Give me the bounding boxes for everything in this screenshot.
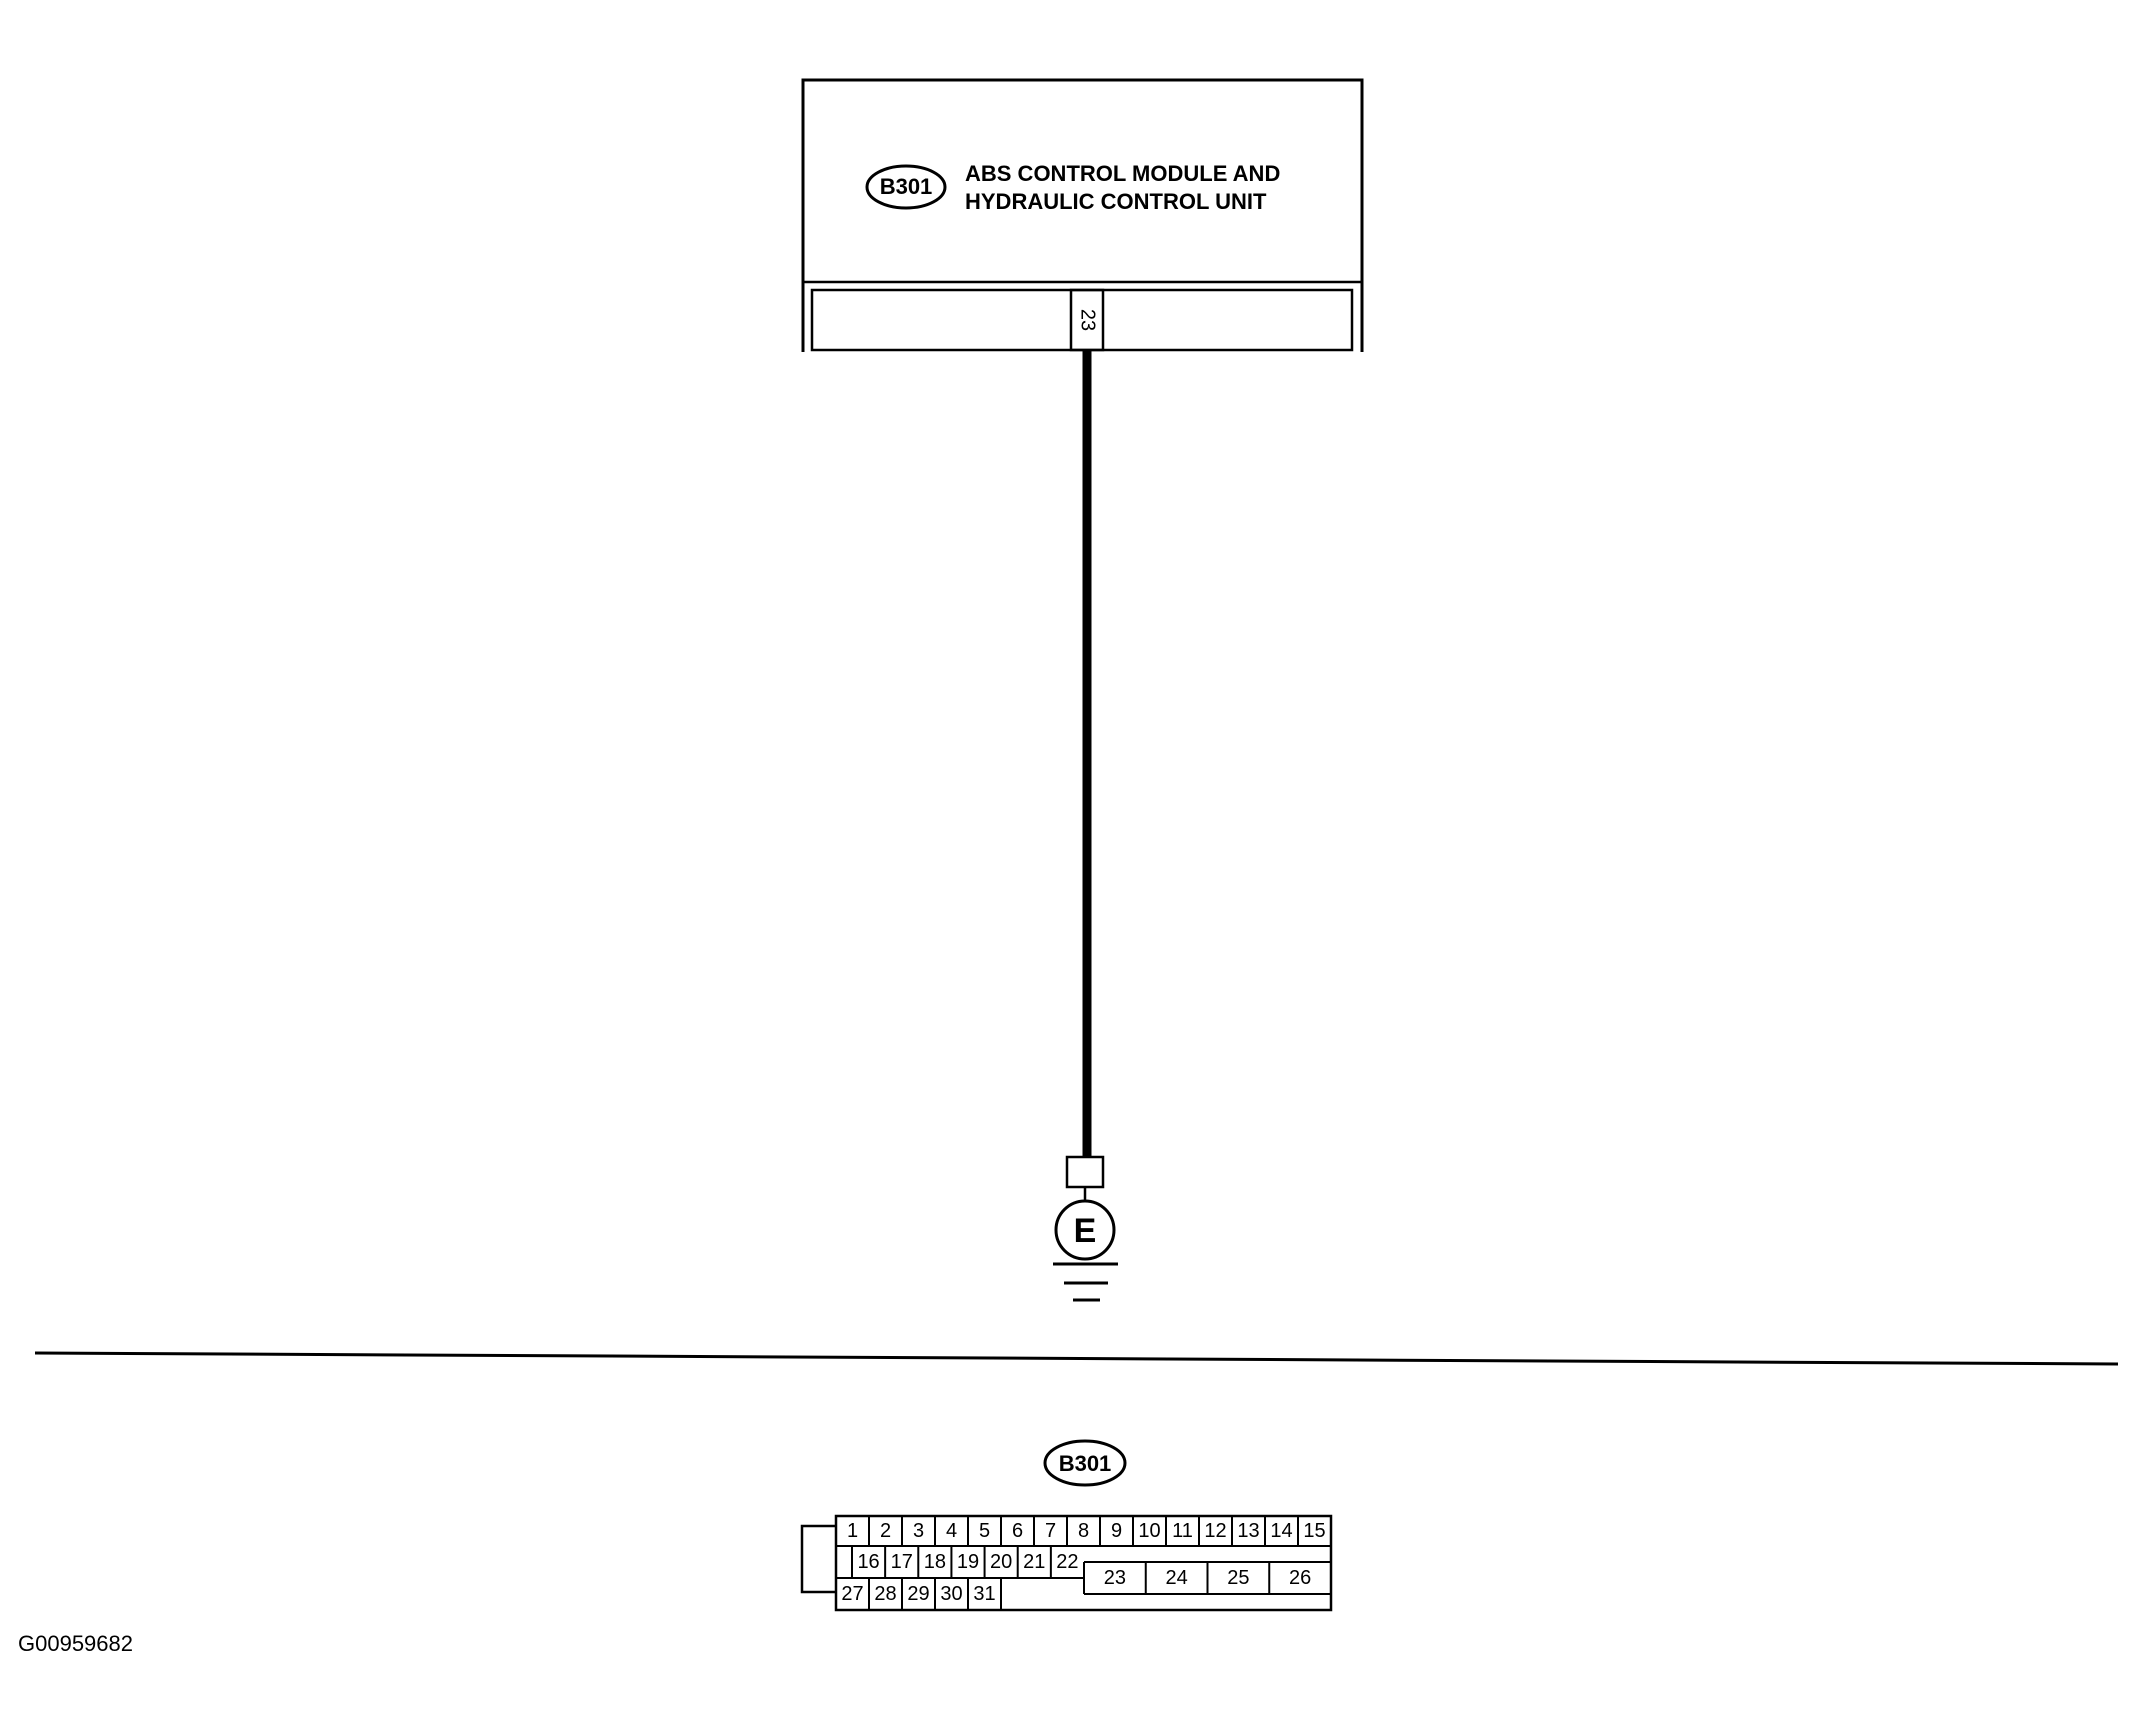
pin-5: 5: [967, 1516, 990, 1546]
pin-16-label: 16: [857, 1551, 879, 1573]
pin-25: 25: [1206, 1562, 1250, 1594]
pin-17-label: 17: [891, 1551, 913, 1573]
pin-6-label: 6: [1012, 1520, 1023, 1542]
pin-16: 16: [857, 1551, 879, 1573]
pin-29-label: 29: [907, 1583, 929, 1605]
pin-5-label: 5: [979, 1520, 990, 1542]
pin-12: 12: [1198, 1516, 1227, 1546]
abs-control-module: 23 B301 ABS CONTROL MODULE AND HYDRAULIC…: [801, 78, 1364, 352]
connector-view-id: B301: [1059, 1451, 1112, 1476]
pin-1: 1: [847, 1520, 858, 1542]
pin-17: 17: [884, 1546, 913, 1578]
module-frame: [801, 78, 1364, 352]
pin-24-label: 24: [1166, 1567, 1188, 1589]
pin-26-label: 26: [1289, 1567, 1311, 1589]
pin-8-label: 8: [1078, 1520, 1089, 1542]
ground-circle: [1054, 1199, 1116, 1261]
pin-26: 26: [1268, 1562, 1311, 1594]
pin-7: 7: [1033, 1516, 1056, 1546]
pin-19-label: 19: [957, 1551, 979, 1573]
pin-3: 3: [901, 1516, 924, 1546]
connector-view-oval: [1043, 1439, 1127, 1487]
ground-label: E: [1074, 1212, 1097, 1250]
pin-9-label: 9: [1111, 1520, 1122, 1542]
pin-21-label: 21: [1023, 1551, 1045, 1573]
pin-12-label: 12: [1204, 1520, 1226, 1542]
pin-31-label: 31: [973, 1583, 995, 1605]
pin-25-label: 25: [1227, 1567, 1249, 1589]
pin-24: 24: [1144, 1562, 1188, 1594]
module-title-line1: ABS CONTROL MODULE AND: [965, 161, 1280, 186]
pin-18-label: 18: [924, 1551, 946, 1573]
pin-11: 11: [1165, 1516, 1193, 1546]
module-connector-oval: [865, 164, 947, 210]
pin-15-label: 15: [1303, 1520, 1325, 1542]
terminal-23-label: 23: [1077, 309, 1099, 331]
pin-1-label: 1: [847, 1520, 858, 1542]
pin-row-2: 16 17 18 19 20 21 22: [851, 1546, 1079, 1578]
pin-4: 4: [934, 1516, 957, 1546]
pin-2-label: 2: [880, 1520, 891, 1542]
pin-19: 19: [950, 1546, 979, 1578]
pin-10: 10: [1132, 1516, 1161, 1546]
pin-27-label: 27: [841, 1583, 863, 1605]
pin-23: 23: [1104, 1567, 1126, 1589]
pin-22-label: 22: [1056, 1551, 1078, 1573]
pin-14: 14: [1264, 1516, 1293, 1546]
pin-3-label: 3: [913, 1520, 924, 1542]
pin-30-label: 30: [940, 1583, 962, 1605]
pin-27: 27: [841, 1583, 863, 1605]
pin-8: 8: [1066, 1516, 1089, 1546]
module-title-line2: HYDRAULIC CONTROL UNIT: [965, 189, 1267, 214]
pin-row-large: 23 24 25 26: [1104, 1562, 1311, 1594]
ground-symbol: E: [1053, 1155, 1118, 1302]
pin-23-label: 23: [1104, 1567, 1126, 1589]
pin-20: 20: [983, 1546, 1012, 1578]
pin-row-3: 27 28 29 30 31: [841, 1578, 1002, 1610]
section-separator: [34, 1351, 2119, 1366]
pin-31: 31: [967, 1578, 1002, 1610]
pin-13-label: 13: [1237, 1520, 1259, 1542]
pin-30: 30: [934, 1578, 963, 1610]
pin-10-label: 10: [1138, 1520, 1160, 1542]
pin-28-label: 28: [874, 1583, 896, 1605]
pin-29: 29: [901, 1578, 930, 1610]
pin-13: 13: [1231, 1516, 1260, 1546]
pin-18: 18: [917, 1546, 946, 1578]
pin-28: 28: [868, 1578, 897, 1610]
figure-code: G00959682: [18, 1631, 133, 1656]
pin-7-label: 7: [1045, 1520, 1056, 1542]
pin-22: 22: [1049, 1546, 1079, 1578]
module-connector-id: B301: [880, 174, 933, 199]
pin-9: 9: [1099, 1516, 1122, 1546]
pin-4-label: 4: [946, 1520, 957, 1542]
pin-2: 2: [868, 1516, 891, 1546]
pin-6: 6: [1000, 1516, 1023, 1546]
pin-20-label: 20: [990, 1551, 1012, 1573]
pin-14-label: 14: [1270, 1520, 1292, 1542]
pin-21: 21: [1016, 1546, 1045, 1578]
pin-11-label: 11: [1172, 1520, 1193, 1542]
ground-terminal-box: [1065, 1155, 1105, 1189]
pin-15: 15: [1297, 1516, 1326, 1546]
connector-lock-bracket: [800, 1524, 836, 1594]
